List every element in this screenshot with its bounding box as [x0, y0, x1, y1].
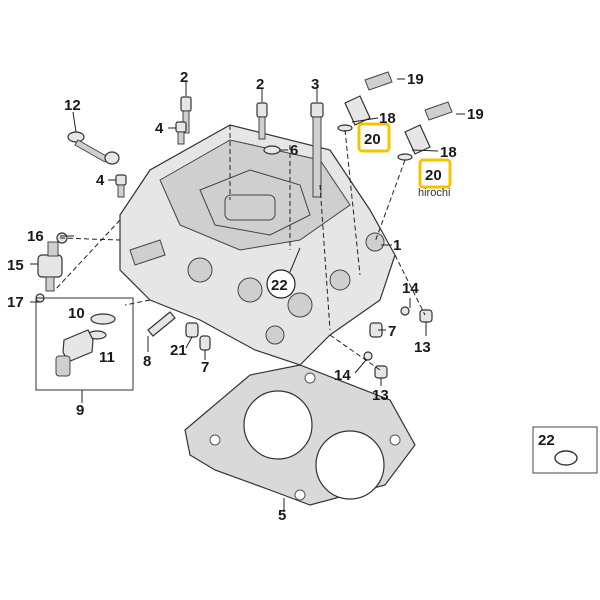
label-7-right: 7 [388, 323, 396, 340]
highlight-boxes [357, 122, 452, 189]
label-20-right: 20 [425, 167, 442, 184]
label-20-left: 20 [364, 131, 381, 148]
part-9-box [35, 297, 134, 391]
part-21 [185, 322, 199, 338]
part-22-callout [266, 247, 301, 299]
label-5: 5 [278, 507, 286, 524]
leader-lines [30, 78, 465, 512]
highlight-box-20-left [357, 122, 391, 153]
watermark-text: hirochi [418, 187, 450, 199]
part-7-lower [199, 335, 211, 351]
label-4-left: 4 [96, 172, 105, 189]
label-18-left: 18 [379, 110, 396, 127]
label-8: 8 [143, 353, 151, 370]
cylinder-head [119, 124, 396, 366]
label-19-right: 19 [467, 106, 484, 123]
label-19-left: 19 [407, 71, 424, 88]
label-15: 15 [7, 257, 24, 274]
label-4-top: 4 [155, 120, 164, 137]
label-13-upper: 13 [414, 339, 431, 356]
label-2-right: 2 [256, 76, 264, 93]
label-7-lower: 7 [201, 359, 209, 376]
label-10: 10 [68, 305, 85, 322]
part-13-14-upper [400, 306, 433, 323]
label-14-lower: 14 [334, 367, 351, 384]
assembly-lines [54, 125, 426, 371]
bolt-2-right [256, 102, 268, 140]
part-22-legend-box [532, 426, 598, 474]
bolt-3 [310, 102, 324, 198]
part-15-sensor [35, 232, 68, 303]
label-14-upper: 14 [402, 280, 419, 297]
label-11: 11 [99, 349, 115, 366]
head-gasket [184, 364, 416, 506]
bolt-4-left [115, 174, 127, 198]
label-3: 3 [311, 76, 319, 93]
injector-left [337, 71, 393, 132]
label-22-callout: 22 [271, 277, 288, 294]
label-17: 17 [7, 294, 24, 311]
highlight-box-20-right [418, 158, 452, 189]
part-13-14-lower [363, 351, 388, 379]
label-13-lower: 13 [372, 387, 389, 404]
bolt-4-top [175, 121, 187, 145]
part-12-valve [67, 131, 120, 165]
label-6: 6 [290, 142, 298, 159]
label-16: 16 [27, 228, 44, 245]
label-12: 12 [64, 97, 81, 114]
label-18-right: 18 [440, 144, 457, 161]
label-22-legend: 22 [538, 432, 555, 449]
label-1: 1 [393, 237, 401, 254]
washer-6 [263, 145, 281, 155]
label-2-left: 2 [180, 69, 188, 86]
label-21: 21 [170, 342, 187, 359]
injector-right [397, 101, 453, 161]
part-8-dowel [147, 311, 176, 337]
bolt-2-left [180, 96, 192, 134]
label-9: 9 [76, 402, 84, 419]
